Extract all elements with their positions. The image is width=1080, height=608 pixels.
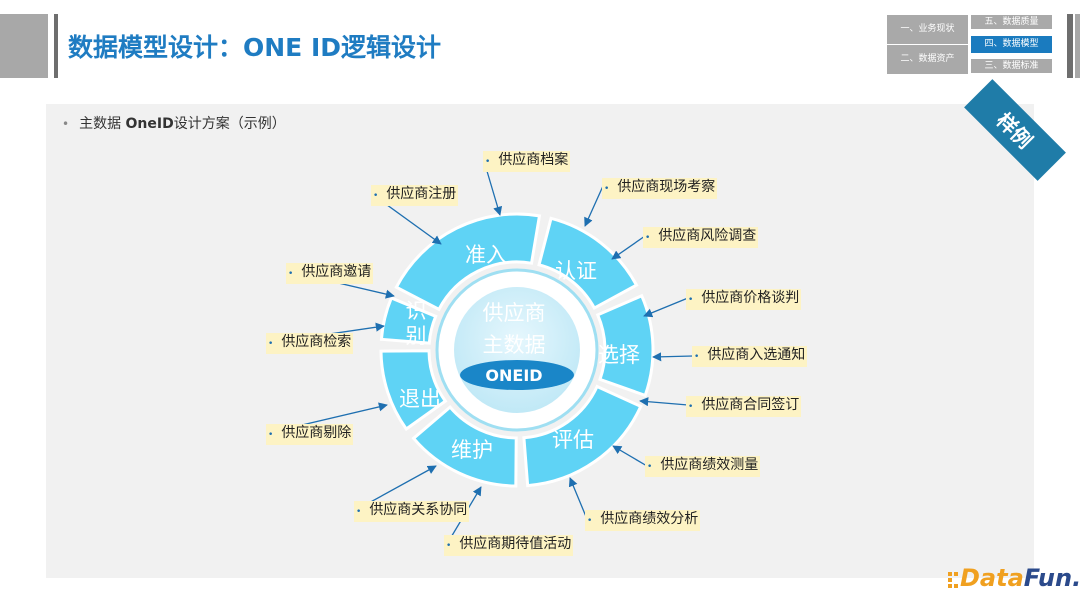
label-dot: • <box>268 339 274 349</box>
nav-item-data-model[interactable]: 四、数据模型 <box>971 36 1052 53</box>
segment-label-pinggu: 评估 <box>552 428 594 452</box>
page-title: 数据模型设计：ONE ID逻辑设计 <box>68 33 442 62</box>
label-jiage: • 供应商价格谈判 <box>686 289 802 310</box>
label-dot: • <box>645 233 651 243</box>
bullet-item: • 主数据 OneID设计方案（示例） <box>62 113 286 133</box>
center-text-line2: 主数据 <box>483 333 546 357</box>
connector-jiage <box>643 297 689 318</box>
label-dangan: • 供应商档案 <box>483 151 571 172</box>
segment-zhunru <box>394 212 542 312</box>
logo-part-data: Data <box>960 564 1024 592</box>
label-dot: • <box>647 462 653 472</box>
center-tag: ONEID <box>485 366 542 385</box>
label-text: 供应商关系协同 <box>369 502 468 518</box>
segment-pinggu <box>522 384 643 488</box>
right-decor-bar <box>1067 14 1073 78</box>
oneid-ellipse <box>460 360 574 390</box>
segment-label-weihu: 维护 <box>451 438 493 462</box>
segment-renzheng <box>537 216 639 311</box>
label-text: 供应商邀请 <box>301 264 372 280</box>
label-text: 供应商档案 <box>498 152 569 168</box>
label-text: 供应商风险调查 <box>658 228 757 244</box>
label-dot: • <box>288 269 294 279</box>
segment-weihu <box>411 405 518 488</box>
logo-part-fun: Fun. <box>1023 564 1080 592</box>
label-fenxi: • 供应商绩效分析 <box>585 510 701 531</box>
sample-badge-bg <box>964 79 1066 181</box>
connector-ruxuan <box>652 352 694 362</box>
datafun-logo-icon <box>948 572 958 588</box>
label-zhuce: • 供应商注册 <box>371 185 459 206</box>
label-qidai: • 供应商期待值活动 <box>444 535 574 556</box>
segment-label-tuichu: 退出 <box>399 387 441 411</box>
segment-label-shi: 识 <box>406 299 427 323</box>
nav-item-data-quality[interactable]: 五、数据质量 <box>971 15 1052 29</box>
label-text: 供应商价格谈判 <box>701 290 800 306</box>
right-decor-bar-light <box>1075 14 1080 78</box>
nav-item-data-assets[interactable]: 二、数据资产 <box>887 45 968 74</box>
connector-celiang <box>612 445 648 467</box>
label-dot: • <box>268 430 274 440</box>
label-dot: • <box>688 402 694 412</box>
left-decor-bar <box>0 14 48 78</box>
connector-fengxian <box>611 235 646 260</box>
nav-item-business-status[interactable]: 一、业务现状 <box>887 15 968 44</box>
bullet-dot: • <box>62 117 70 131</box>
label-hetong: • 供应商合同签订 <box>686 396 802 417</box>
label-text: 供应商现场考察 <box>617 179 716 195</box>
connector-fenxi <box>568 477 588 520</box>
label-jiansuo: • 供应商检索 <box>266 333 354 354</box>
label-dot: • <box>587 516 593 526</box>
segment-tuichu <box>379 349 448 432</box>
label-text: 供应商检索 <box>281 334 352 350</box>
label-fengxian: • 供应商风险调查 <box>643 227 759 248</box>
segment-label-renzheng: 认证 <box>555 259 597 283</box>
connector-xianchang <box>584 185 604 227</box>
label-celiang: • 供应商绩效测量 <box>645 456 761 477</box>
label-dot: • <box>373 191 379 201</box>
label-xietong: • 供应商关系协同 <box>354 501 470 522</box>
bullet-prefix: 主数据 <box>79 116 126 132</box>
segment-xuanze <box>595 293 655 398</box>
label-xianchang: • 供应商现场考察 <box>602 178 718 199</box>
segment-label-zhunru: 准入 <box>465 243 507 267</box>
connector-hetong <box>639 397 689 407</box>
label-text: 供应商绩效分析 <box>600 511 699 527</box>
label-text: 供应商合同签订 <box>701 397 800 413</box>
label-dot: • <box>356 507 362 517</box>
label-yaoqing: • 供应商邀请 <box>286 263 374 284</box>
sample-badge: 样例 <box>964 79 1066 181</box>
datafun-logo: DataFun. <box>960 564 1080 592</box>
segment-label-bie: 别 <box>406 324 427 348</box>
label-tichu: • 供应商剔除 <box>266 424 354 445</box>
label-text: 供应商绩效测量 <box>660 457 759 473</box>
label-dot: • <box>446 541 452 551</box>
label-text: 供应商剔除 <box>281 425 352 441</box>
center-text-line1: 供应商 <box>483 301 546 325</box>
label-text: 供应商入选通知 <box>707 347 806 363</box>
label-text: 供应商注册 <box>386 186 457 202</box>
segment-label-xuanze: 选择 <box>598 343 640 367</box>
label-ruxuan: • 供应商入选通知 <box>692 346 808 367</box>
nav-item-data-standard[interactable]: 三、数据标准 <box>971 59 1052 73</box>
label-text: 供应商期待值活动 <box>459 536 572 552</box>
label-dot: • <box>604 184 610 194</box>
ring-segments <box>379 212 655 488</box>
label-dot: • <box>688 295 694 305</box>
bullet-bold: OneID <box>125 116 174 132</box>
left-decor-line <box>54 14 58 78</box>
label-dot: • <box>694 352 700 362</box>
bullet-suffix: 设计方案（示例） <box>173 116 286 132</box>
label-dot: • <box>485 157 491 167</box>
